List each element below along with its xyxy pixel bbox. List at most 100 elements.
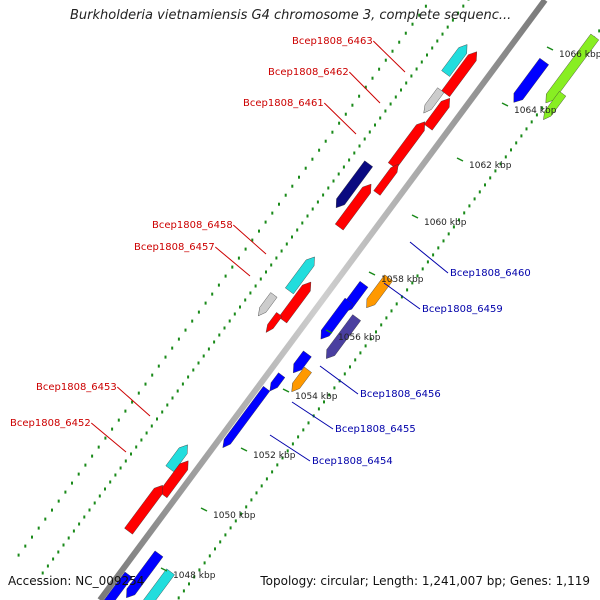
gene-label-forward[interactable]: Bcep1808_6463	[292, 36, 373, 47]
gc-skew-dot	[342, 165, 345, 169]
gene-feature-10[interactable]	[278, 281, 312, 324]
label-leader	[383, 282, 421, 310]
gene-label-reverse[interactable]: Bcep1808_6455	[335, 424, 416, 435]
label-leader	[214, 246, 251, 277]
gc-skew-dot	[458, 218, 460, 222]
gc-skew-dot	[177, 596, 180, 600]
gc-skew-dot	[484, 183, 486, 187]
gene-label-forward[interactable]: Bcep1808_6458	[152, 220, 233, 231]
gc-skew-dot	[311, 157, 314, 161]
gene-label-forward[interactable]: Bcep1808_6462	[268, 67, 349, 78]
gc-skew-dot	[198, 568, 201, 572]
gc-skew-dot	[46, 564, 49, 568]
gc-skew-dot	[348, 158, 351, 162]
gc-skew-dot	[214, 547, 216, 551]
gene-feature-26[interactable]	[102, 571, 133, 600]
gene-labels: Bcep1808_6463Bcep1808_6462Bcep1808_6461B…	[10, 36, 531, 467]
scale-tick	[160, 567, 168, 572]
gene-feature-16[interactable]	[326, 314, 361, 359]
label-leader	[348, 71, 381, 104]
gene-label-reverse[interactable]: Bcep1808_6459	[422, 304, 503, 315]
gene-feature-14[interactable]	[366, 274, 393, 309]
gc-skew-dot	[208, 554, 211, 558]
gc-skew-dot	[404, 31, 407, 35]
gene-label-reverse[interactable]: Bcep1808_6460	[450, 268, 531, 279]
gene-label-reverse[interactable]: Bcep1808_6454	[312, 456, 393, 467]
scale-tick	[325, 329, 333, 334]
gc-skew-dot	[77, 472, 80, 476]
gc-skew-dot	[400, 88, 402, 92]
gene-feature-24[interactable]	[126, 550, 164, 599]
gene-feature-11[interactable]	[258, 292, 278, 317]
label-leader	[269, 434, 311, 462]
label-leader	[116, 386, 151, 417]
gene-feature-29[interactable]	[543, 91, 567, 121]
gc-skew-dot	[317, 407, 320, 411]
gc-skew-dot	[457, 11, 460, 15]
summary-text: Topology: circular; Length: 1,241,007 bp…	[260, 574, 590, 588]
gene-feature-23[interactable]	[124, 484, 163, 535]
gene-feature-28[interactable]	[545, 33, 600, 104]
gc-skew-dot	[411, 22, 414, 26]
gene-feature-3[interactable]	[423, 87, 445, 114]
gene-feature-21[interactable]	[165, 444, 188, 473]
gene-feature-17[interactable]	[293, 350, 312, 374]
gc-skew-dot	[380, 323, 383, 327]
gc-skew-dot	[598, 29, 600, 33]
gc-skew-dot	[157, 364, 160, 368]
gene-feature-27[interactable]	[513, 57, 549, 103]
gc-skew-dot	[406, 288, 409, 292]
gene-label-reverse[interactable]: Bcep1808_6456	[360, 389, 441, 400]
gene-feature-15[interactable]	[320, 297, 354, 340]
gc-skew-dot	[385, 316, 388, 320]
gc-skew-dot	[398, 40, 401, 44]
gene-label-forward[interactable]: Bcep1808_6453	[36, 382, 117, 393]
gene-feature-9[interactable]	[285, 256, 315, 295]
gene-feature-12[interactable]	[265, 312, 283, 333]
gc-skew-dot	[405, 81, 408, 85]
gc-skew-dot	[41, 571, 44, 575]
gene-feature-18[interactable]	[291, 366, 312, 393]
scale-tick-label: 1050 kbp	[213, 511, 256, 521]
gc-skew-dot	[378, 67, 381, 71]
gene-feature-19[interactable]	[269, 372, 286, 392]
gc-skew-dot	[187, 375, 190, 379]
gene-label-forward[interactable]: Bcep1808_6457	[134, 242, 215, 253]
label-leader	[409, 241, 449, 274]
gc-skew-dot	[316, 200, 319, 204]
gc-skew-dot	[31, 535, 33, 539]
gene-feature-20[interactable]	[222, 386, 271, 449]
gene-feature-7[interactable]	[335, 160, 373, 209]
gc-skew-dot	[510, 148, 512, 152]
gc-skew-dot	[327, 186, 330, 190]
gc-skew-dot	[93, 501, 96, 505]
gc-skew-dot	[233, 312, 236, 316]
gc-skew-dot	[171, 396, 174, 400]
gene-label-forward[interactable]: Bcep1808_6461	[243, 98, 324, 109]
gene-feature-4[interactable]	[423, 98, 450, 131]
gc-skew-dot	[240, 512, 242, 516]
gc-skew-dot	[276, 463, 279, 467]
gene-feature-5[interactable]	[387, 121, 426, 169]
gene-feature-8[interactable]	[334, 183, 372, 231]
gene-label-forward[interactable]: Bcep1808_6452	[10, 418, 91, 429]
gc-skew-dot	[104, 436, 107, 440]
gene-feature-1[interactable]	[441, 44, 468, 77]
gc-skew-dot	[91, 454, 94, 458]
gc-skew-dot	[389, 102, 392, 106]
gc-skew-dot	[97, 445, 100, 449]
gc-skew-dot	[217, 283, 220, 287]
gc-skew-dot	[177, 337, 180, 341]
gene-feature-2[interactable]	[441, 51, 478, 97]
gc-skew-dot	[421, 267, 424, 271]
gc-skew-dot	[258, 229, 260, 233]
gene-feature-25[interactable]	[128, 568, 175, 600]
gc-skew-dot	[265, 270, 267, 274]
gc-skew-dot	[451, 18, 454, 22]
gc-skew-dot	[234, 519, 237, 523]
gene-feature-6[interactable]	[373, 163, 399, 196]
label-leader	[291, 401, 334, 430]
gc-skew-dot	[463, 211, 466, 215]
gc-skew-dot	[44, 517, 47, 521]
